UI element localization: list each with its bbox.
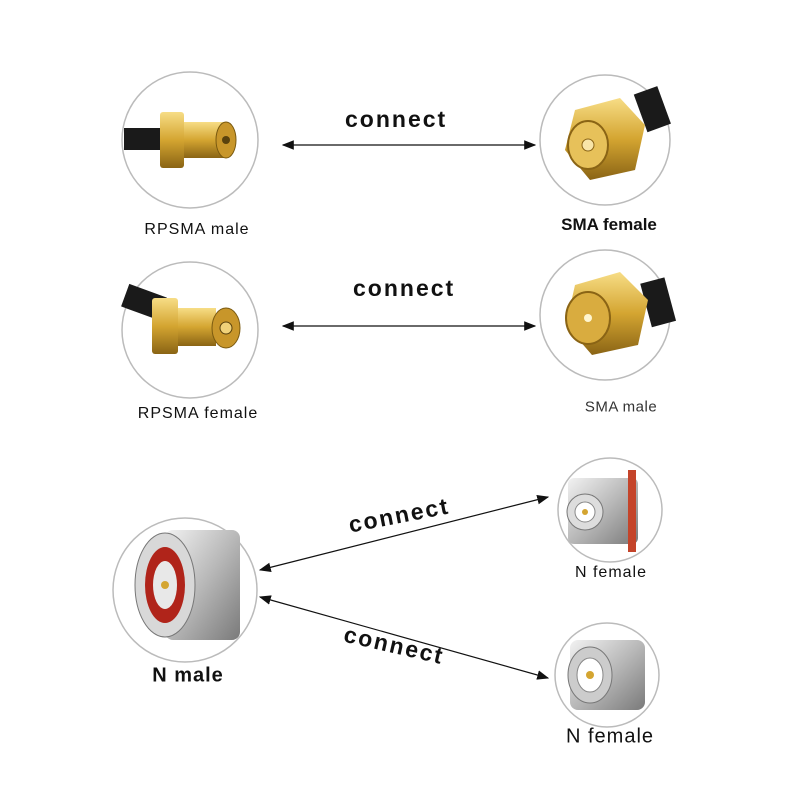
arrow-n-top: [258, 495, 550, 572]
arrow-n-bottom: [258, 595, 550, 680]
label-sma-male: SMA male: [584, 398, 658, 416]
connect-label-row1: connect: [345, 106, 448, 132]
connect-label-row2: connect: [353, 275, 456, 301]
rpsma-female-image: [121, 261, 259, 399]
label-rpsma-male: RPSMA male: [144, 221, 250, 238]
label-sma-female: SMA female: [561, 215, 657, 234]
label-n-female-top: N female: [574, 564, 648, 581]
n-female-top-image: [557, 457, 663, 563]
label-n-female-bottom: N female: [565, 725, 655, 748]
sma-male-image: [539, 249, 677, 381]
rpsma-male-image: [121, 71, 259, 209]
n-male-image: [112, 517, 258, 663]
n-female-bottom-image: [554, 622, 660, 728]
sma-female-image: [539, 74, 671, 206]
label-n-male: N male: [152, 664, 224, 687]
label-rpsma-female: RPSMA female: [137, 405, 259, 422]
